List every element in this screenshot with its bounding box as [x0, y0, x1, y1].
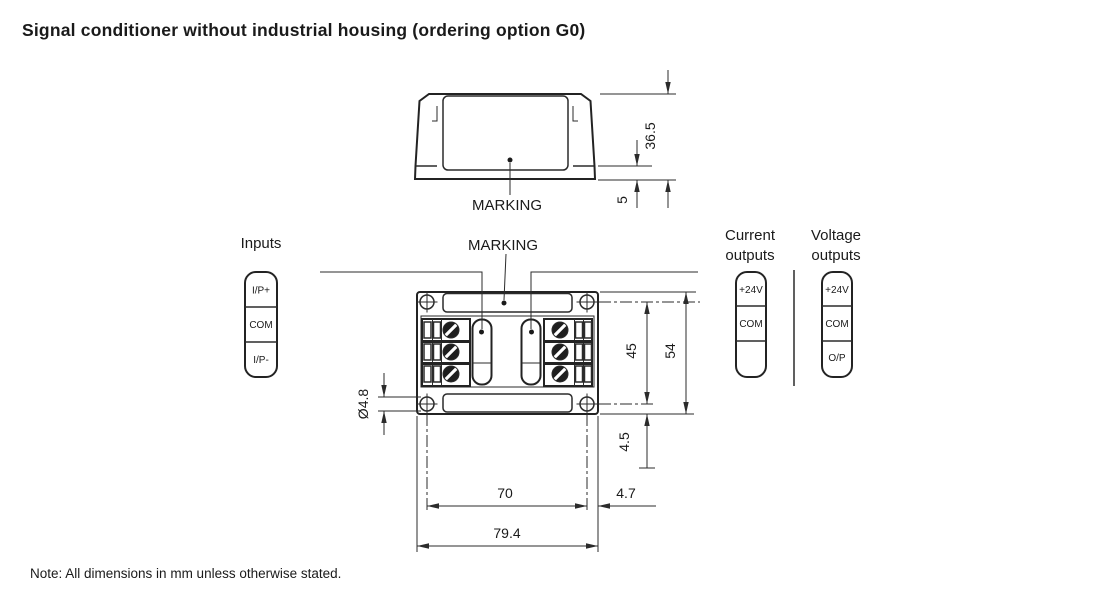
dimensions-note: Note: All dimensions in mm unless otherw… [30, 566, 342, 581]
marking-point [501, 300, 507, 306]
svg-text:79.4: 79.4 [493, 525, 520, 541]
dimension-total-height: 36.5 [598, 70, 676, 208]
svg-text:45: 45 [623, 343, 639, 359]
screw-terminal-icon [442, 321, 460, 339]
marking-point [507, 157, 513, 163]
voltage-outputs-terminal-pill [821, 271, 853, 378]
marking-pill-left [471, 318, 493, 386]
dimension-45: 45 [599, 301, 700, 405]
label-panel [442, 95, 569, 171]
slot-left [432, 106, 438, 122]
housing-profile [413, 93, 597, 180]
inputs-terminal-pill [244, 271, 278, 378]
current-outputs-label-2: outputs [725, 247, 774, 264]
outputs-leader-line [530, 271, 698, 329]
svg-text:54: 54 [662, 343, 678, 359]
marking-pill-right [520, 318, 542, 386]
input-terminal-ip-plus: I/P+ [252, 286, 270, 297]
screw-terminal-icon [551, 343, 569, 361]
marking-leader [503, 253, 507, 301]
page-title: Signal conditioner without industrial ho… [22, 20, 586, 40]
current-terminal-24v: +24V [739, 285, 763, 296]
top-marking-label: MARKING [468, 237, 538, 254]
dimension-base-height: 5 [598, 140, 652, 208]
mounting-hole [416, 291, 438, 313]
voltage-outputs-legend: Voltage outputs +24V COM O/P [811, 227, 861, 378]
svg-text:Ø4.8: Ø4.8 [355, 389, 371, 420]
voltage-terminal-com: COM [825, 319, 848, 330]
dimension-hole-diameter: Ø4.8 [355, 373, 421, 435]
bottom-label-strip [442, 393, 573, 413]
top-label-strip [442, 292, 573, 313]
current-terminal-com: COM [739, 319, 762, 330]
inputs-legend: Inputs I/P+ COM I/P- [241, 235, 282, 378]
voltage-outputs-label-1: Voltage [811, 227, 861, 244]
input-terminal-block [421, 318, 471, 387]
input-terminal-ip-minus: I/P- [253, 355, 269, 366]
mounting-holes [416, 291, 598, 415]
slot-right [572, 106, 578, 122]
inputs-leader-line [320, 271, 483, 329]
dimension-4-5: 4.5 [616, 414, 655, 469]
svg-text:4.7: 4.7 [616, 485, 636, 501]
svg-text:4.5: 4.5 [616, 432, 632, 452]
mounting-hole [576, 291, 598, 313]
mounting-hole [416, 393, 438, 415]
housing-outline [416, 291, 599, 415]
mounting-hole [576, 393, 598, 415]
inputs-label: Inputs [241, 235, 282, 252]
dim-5: 5 [614, 196, 630, 204]
top-view: MARKING 45 54 [320, 237, 700, 552]
svg-text:70: 70 [497, 485, 513, 501]
voltage-terminal-op: O/P [828, 353, 846, 364]
input-terminal-com: COM [249, 320, 272, 331]
output-terminal-block [543, 318, 593, 387]
dimension-4-7: 4.7 [598, 485, 656, 509]
voltage-outputs-label-2: outputs [811, 247, 860, 264]
current-outputs-terminal-pill [735, 271, 767, 378]
side-view: MARKING 36.5 5 [413, 70, 676, 214]
current-outputs-label-1: Current [725, 227, 776, 244]
dimension-79-4: 79.4 [416, 416, 599, 552]
voltage-terminal-24v: +24V [825, 285, 849, 296]
screw-terminal-icon [551, 365, 569, 383]
dim-36-5: 36.5 [642, 122, 658, 149]
current-outputs-legend: Current outputs +24V COM [725, 227, 776, 378]
screw-terminal-icon [551, 321, 569, 339]
dimension-70: 70 [426, 414, 588, 512]
screw-terminal-icon [442, 343, 460, 361]
side-marking-label: MARKING [472, 197, 542, 214]
screw-terminal-icon [442, 365, 460, 383]
